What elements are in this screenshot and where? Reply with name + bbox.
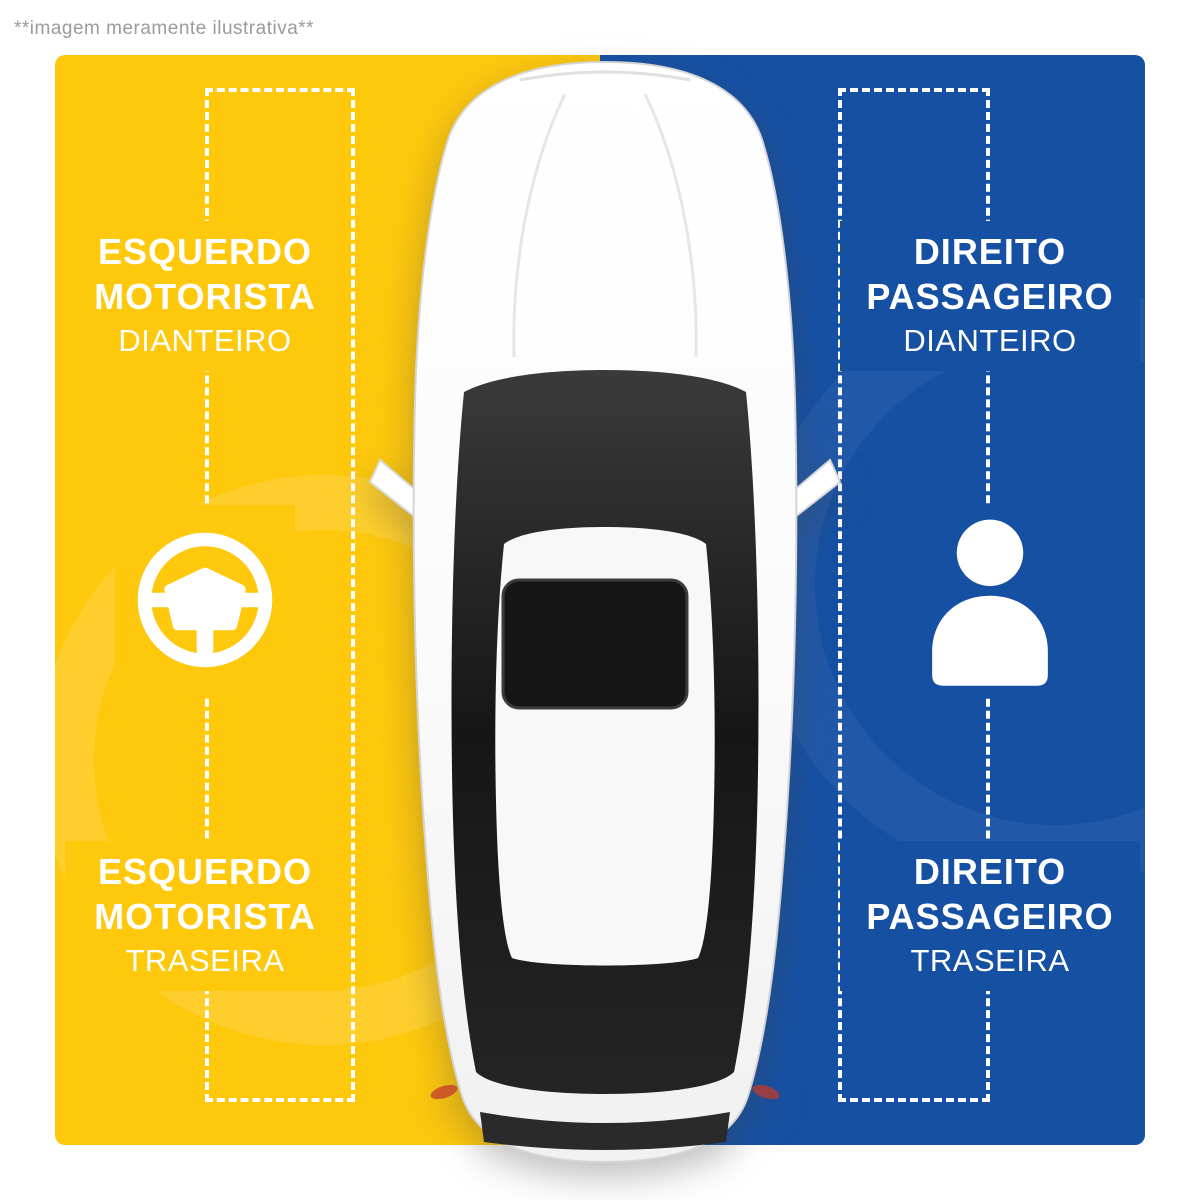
label-driver-rear: ESQUERDO MOTORISTA TRASEIRA [65,841,345,991]
label-passenger-rear-line3: TRASEIRA [910,943,1070,978]
label-passenger-front-line3: DIANTEIRO [903,323,1077,358]
label-passenger-rear: DIREITO PASSAGEIRO TRASEIRA [840,841,1140,991]
person-icon [900,505,1080,695]
label-driver-rear-line3: TRASEIRA [125,943,285,978]
label-passenger-front-line1: DIREITO [913,231,1067,272]
car-top-view [340,52,860,1167]
label-passenger-rear-line2: PASSAGEIRO [866,896,1114,937]
label-driver-front-line3: DIANTEIRO [118,323,292,358]
label-driver-rear-line1: ESQUERDO [97,851,313,892]
label-passenger-front: DIREITO PASSAGEIRO DIANTEIRO [840,221,1140,371]
steering-wheel-icon [115,505,295,695]
disclaimer-text: **imagem meramente ilustrativa** [14,18,315,39]
label-driver-front-line2: MOTORISTA [94,276,316,317]
label-passenger-rear-line1: DIREITO [913,851,1067,892]
label-passenger-front-line2: PASSAGEIRO [866,276,1114,317]
label-driver-front-line1: ESQUERDO [97,231,313,272]
label-driver-rear-line2: MOTORISTA [94,896,316,937]
label-driver-front: ESQUERDO MOTORISTA DIANTEIRO [65,221,345,371]
